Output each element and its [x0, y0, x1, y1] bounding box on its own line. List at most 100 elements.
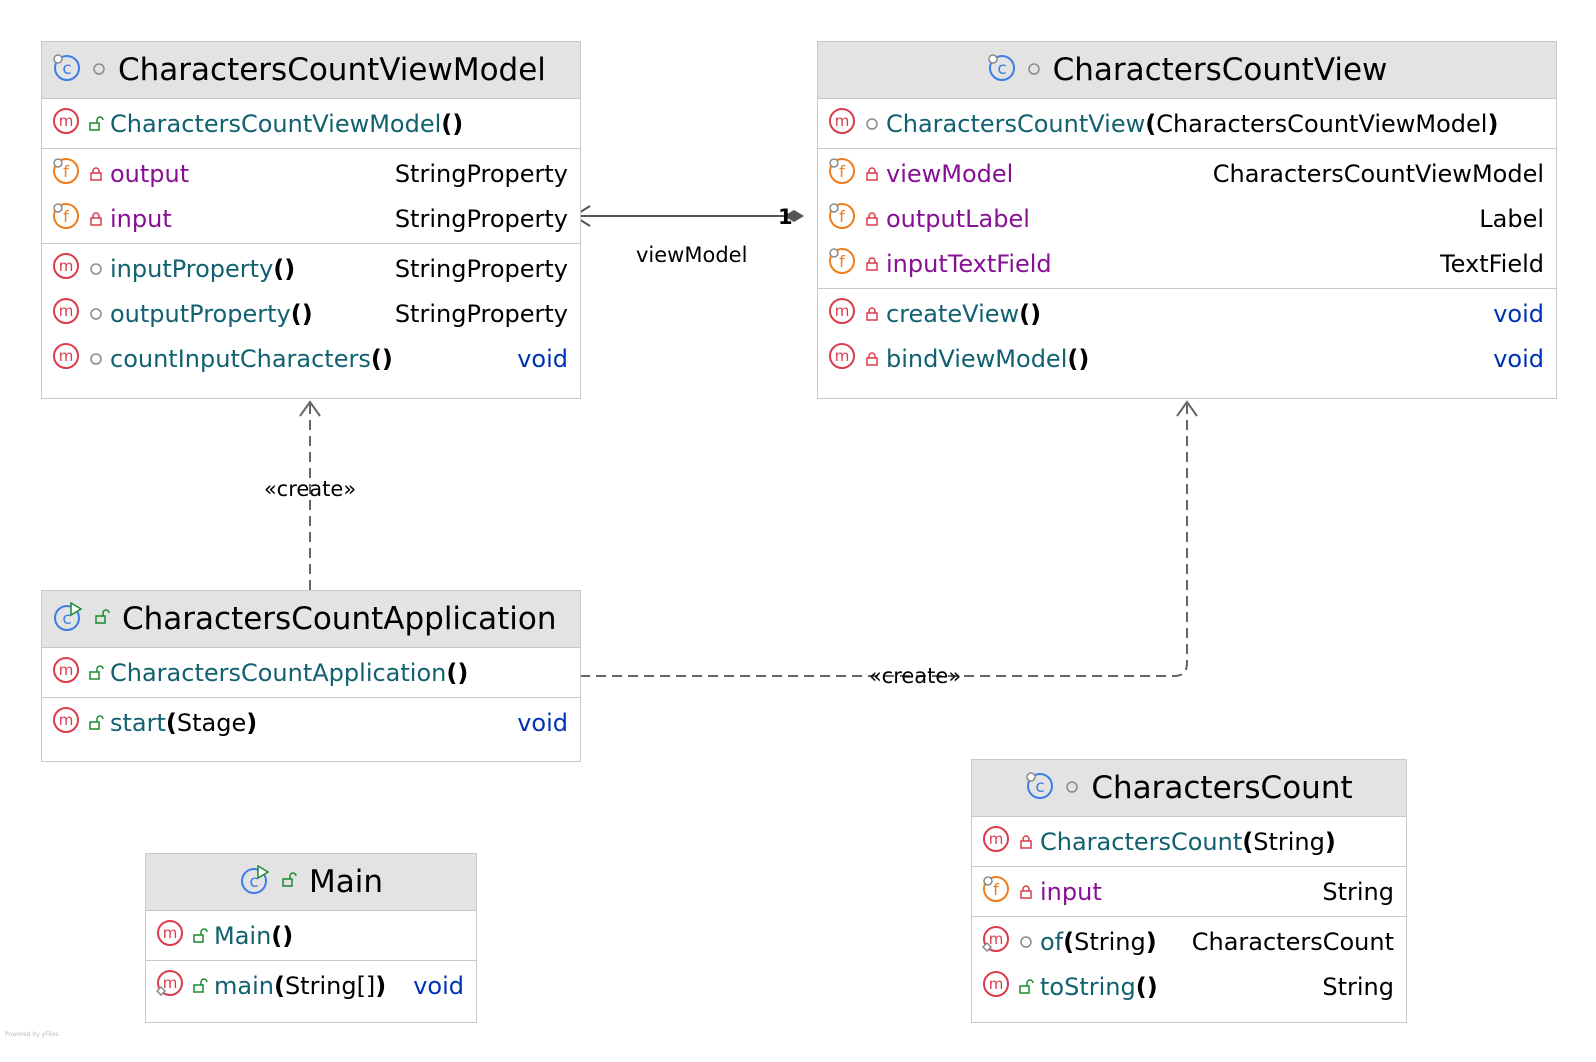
class-characters-count-view-model[interactable]: c CharactersCountViewModel m CharactersC… — [41, 41, 581, 399]
association-label: viewModel — [636, 243, 747, 267]
constructor-name: CharactersCountView — [886, 109, 1146, 138]
public-icon — [192, 977, 208, 994]
svg-text:m: m — [835, 347, 850, 365]
param-open: ( — [165, 708, 177, 737]
package-private-icon — [88, 351, 104, 367]
method-name: main — [214, 971, 274, 1000]
svg-text:f: f — [63, 162, 69, 181]
field-row[interactable]: f viewModel CharactersCountViewModel — [818, 151, 1556, 196]
class-name: Main — [308, 864, 383, 900]
constructor-row[interactable]: m Main() — [146, 913, 476, 958]
package-private-icon — [864, 116, 880, 132]
method-row[interactable]: m outputProperty() StringProperty — [42, 291, 580, 336]
method-icon: m — [52, 342, 80, 376]
method-params: () — [370, 344, 393, 373]
field-name: input — [1040, 877, 1102, 906]
field-name: viewModel — [886, 159, 1014, 188]
method-name: outputProperty — [110, 299, 291, 328]
svg-text:m: m — [163, 974, 178, 992]
constructor-params: () — [441, 109, 464, 138]
svg-text:m: m — [835, 302, 850, 320]
method-row[interactable]: m createView() void — [818, 291, 1556, 336]
private-icon — [864, 256, 880, 272]
class-main[interactable]: c Main m Main() m main(String[]) void — [145, 853, 477, 1023]
param-open: ( — [273, 971, 285, 1000]
method-icon: m — [52, 107, 80, 141]
constructor-section: m Main() — [146, 911, 476, 960]
method-row[interactable]: m bindViewModel() void — [818, 336, 1556, 381]
method-row[interactable]: m start(Stage) void — [42, 700, 580, 745]
field-name: output — [110, 159, 190, 188]
dependency-arrowhead — [299, 400, 321, 417]
svg-text:c: c — [62, 59, 71, 79]
class-characters-count-application[interactable]: c CharactersCountApplication m Character… — [41, 590, 581, 762]
field-row[interactable]: f inputTextField TextField — [818, 241, 1556, 286]
svg-text:m: m — [989, 930, 1004, 948]
class-characters-count-view[interactable]: c CharactersCountView m CharactersCountV… — [817, 41, 1557, 399]
param-close: ) — [246, 708, 258, 737]
create-view-model-edge[interactable]: «create» — [264, 400, 356, 590]
fields-section: f output StringProperty f input StringPr… — [42, 148, 580, 243]
field-row[interactable]: f outputLabel Label — [818, 196, 1556, 241]
field-type: TextField — [1440, 249, 1544, 278]
constructor-row[interactable]: m CharactersCountViewModel() — [42, 101, 580, 146]
method-row[interactable]: m inputProperty() StringProperty — [42, 246, 580, 291]
class-characters-count[interactable]: c CharactersCount m CharactersCount(Stri… — [971, 759, 1407, 1023]
constructor-params: () — [271, 921, 294, 950]
param-types: CharactersCountViewModel — [1156, 109, 1488, 138]
constructor-row[interactable]: m CharactersCountApplication() — [42, 650, 580, 695]
constructor-row[interactable]: m CharactersCount(String) — [972, 819, 1406, 864]
create-view-edge[interactable]: «create» — [580, 400, 1198, 688]
field-row[interactable]: f input String — [972, 869, 1406, 914]
field-name: input — [110, 204, 172, 233]
field-row[interactable]: f input StringProperty — [42, 196, 580, 241]
methods-section: m of(String) CharactersCount m toString(… — [972, 916, 1406, 1011]
field-type: StringProperty — [394, 159, 568, 188]
create-label: «create» — [264, 477, 356, 501]
watermark: Powered by yFiles — [5, 1031, 59, 1038]
class-header: c CharactersCountApplication — [42, 591, 580, 648]
method-icon: m — [52, 252, 80, 286]
methods-section: m main(String[]) void — [146, 960, 476, 1010]
param-open: ( — [1063, 927, 1075, 956]
public-icon — [281, 872, 297, 892]
composition-diamond — [784, 210, 804, 222]
return-type: StringProperty — [394, 299, 568, 328]
param-types: String[] — [284, 971, 376, 1000]
package-private-icon — [88, 306, 104, 322]
method-params: () — [1067, 344, 1090, 373]
svg-text:c: c — [62, 609, 71, 629]
method-icon: m — [52, 706, 80, 740]
svg-text:m: m — [989, 975, 1004, 993]
method-row[interactable]: m main(String[]) void — [146, 963, 476, 1008]
method-icon: m — [828, 297, 856, 331]
constructor-row[interactable]: m CharactersCountView(CharactersCountVie… — [818, 101, 1556, 146]
method-params: () — [1019, 299, 1042, 328]
method-row[interactable]: m countInputCharacters() void — [42, 336, 580, 381]
class-name: CharactersCountView — [1052, 52, 1388, 88]
method-name: createView — [886, 299, 1020, 328]
private-icon — [864, 351, 880, 367]
class-header: c CharactersCountView — [818, 42, 1556, 99]
private-icon — [864, 306, 880, 322]
constructor-name: Main — [214, 921, 272, 950]
field-row[interactable]: f output StringProperty — [42, 151, 580, 196]
method-name: inputProperty — [110, 254, 274, 283]
method-row[interactable]: m toString() String — [972, 964, 1406, 1009]
svg-text:f: f — [839, 252, 845, 271]
field-icon: f — [828, 202, 856, 236]
class-icon: c — [987, 53, 1017, 87]
package-private-icon — [88, 261, 104, 277]
association-edge[interactable]: 1 viewModel — [572, 205, 804, 267]
svg-text:m: m — [59, 302, 74, 320]
svg-text:m: m — [59, 112, 74, 130]
private-icon — [864, 211, 880, 227]
package-private-icon — [1065, 779, 1079, 798]
method-icon: m — [828, 107, 856, 141]
public-icon — [1018, 978, 1034, 995]
field-icon: f — [52, 202, 80, 236]
method-row[interactable]: m of(String) CharactersCount — [972, 919, 1406, 964]
public-icon — [88, 664, 104, 681]
method-icon: m — [982, 825, 1010, 859]
